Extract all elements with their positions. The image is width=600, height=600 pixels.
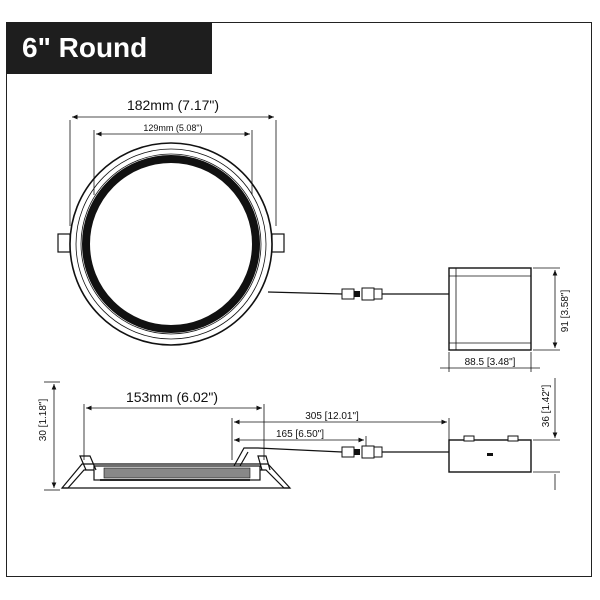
box-depth-label: 36 [1.42"] — [541, 385, 552, 428]
dim-box-height — [533, 267, 560, 351]
outer-diameter-label: 182mm (7.17") — [127, 97, 219, 113]
dim-box-width — [440, 352, 540, 372]
side-view-cable — [233, 445, 449, 467]
dim-box-depth — [533, 378, 560, 490]
cable-short-label: 165 [6.50"] — [276, 429, 324, 440]
drawing-frame — [6, 22, 592, 577]
box-width-label: 88.5 [3.48"] — [465, 357, 516, 368]
dim-cable-long — [231, 418, 450, 460]
side-view-fixture — [60, 455, 292, 489]
dim-outer-diameter — [69, 114, 277, 226]
dim-cutout — [83, 404, 265, 460]
box-height-label: 91 [3.58"] — [560, 290, 571, 333]
cutout-label: 153mm (6.02") — [126, 389, 218, 405]
inner-diameter-label: 129mm (5.08") — [143, 123, 202, 133]
title-banner — [6, 22, 212, 74]
dim-fixture-height — [44, 381, 60, 491]
top-view-cable — [267, 287, 449, 301]
top-view-fixture — [57, 142, 285, 346]
side-view-junction-box — [448, 435, 532, 473]
page-title: 6" Round — [22, 32, 148, 63]
cable-long-label: 305 [12.01"] — [305, 411, 359, 422]
dim-inner-diameter — [93, 130, 253, 195]
fixture-height-label: 30 [1.18"] — [38, 399, 49, 442]
top-view-junction-box — [448, 267, 532, 351]
